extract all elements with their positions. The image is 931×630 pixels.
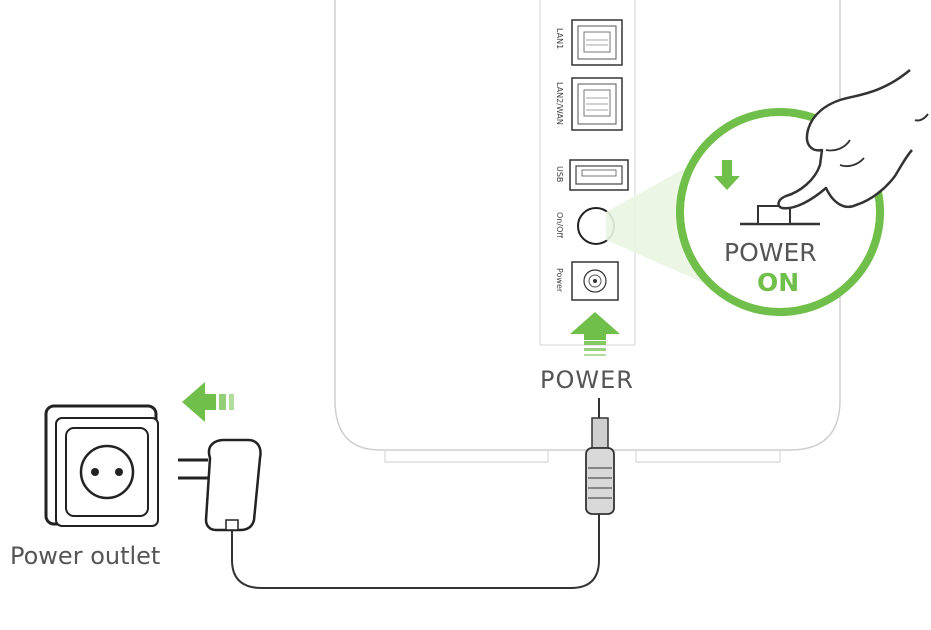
port-label-onoff: On/Off <box>555 212 564 238</box>
press-down-arrow <box>714 160 740 190</box>
power-jack <box>571 261 619 301</box>
power-on-label-line1: POWER <box>724 238 817 267</box>
port-label-usb: USB <box>555 166 564 183</box>
left-arrow <box>182 382 234 422</box>
dc-plug-icon <box>585 398 615 515</box>
lan2wan-port <box>571 77 623 131</box>
power-on-label-line2: ON <box>757 268 800 297</box>
power-adapter-icon <box>178 438 262 532</box>
lan1-port <box>571 19 623 66</box>
power-up-arrow <box>570 312 620 356</box>
power-outlet-label: Power outlet <box>10 542 161 570</box>
port-label-power: Power <box>555 268 564 293</box>
power-arrow-label: POWER <box>540 366 634 394</box>
port-label-lan1: LAN1 <box>555 28 564 50</box>
usb-port <box>569 159 629 191</box>
power-cable <box>231 514 600 589</box>
hand-press-icon <box>777 69 929 210</box>
port-label-lan2wan: LAN2/WAN <box>555 82 564 125</box>
power-outlet-icon <box>44 404 159 527</box>
